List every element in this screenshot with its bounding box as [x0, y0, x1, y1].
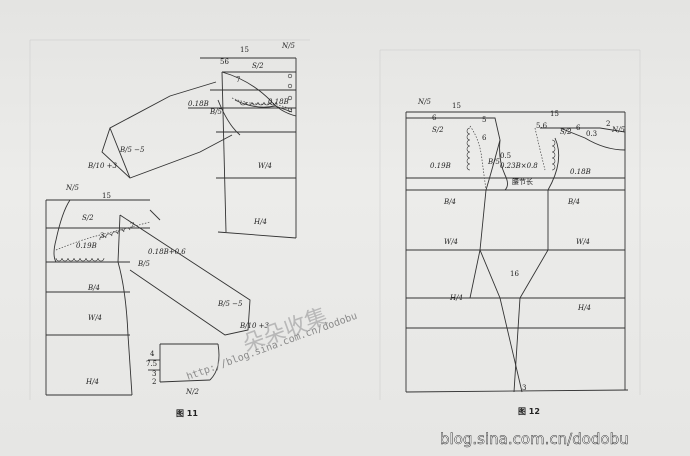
- fig11-label: B/5: [209, 108, 223, 116]
- blog-footer: blog.sina.com.cn/dodobu: [440, 430, 629, 448]
- figure-11-cuff: [148, 343, 220, 383]
- fig11-label: 7.5: [146, 360, 157, 368]
- fig11-label: 15: [102, 192, 111, 200]
- fig11-label: 0.19B: [76, 242, 97, 250]
- fig11-label: 3: [100, 232, 104, 240]
- fig11-label: B/5: [137, 260, 151, 268]
- fig12-label: 0.18B: [570, 168, 591, 176]
- fig12-label: N/5: [611, 126, 625, 134]
- fig11-label: 4: [150, 350, 155, 358]
- figure-11-labels: 15 56 N/5 S/2 7 0.18B B/5 0.18B B/5 −5 B…: [65, 42, 295, 418]
- fig12-label: 6: [576, 124, 581, 132]
- fig12-label: 0.19B: [430, 162, 451, 170]
- fig11-label: W/4: [88, 314, 102, 322]
- fig11-label: B/4: [87, 284, 100, 292]
- fig11-label: B/5 −5: [217, 300, 243, 308]
- fig12-label: 6: [482, 134, 487, 142]
- fig12-label: S/2: [560, 128, 572, 136]
- fig11-label: 3: [152, 370, 156, 378]
- fig12-label: B/4: [443, 198, 456, 206]
- fig12-label: 5: [482, 116, 486, 124]
- fig12-label: 0.3: [586, 130, 597, 138]
- fig11-label: 0.18B: [188, 100, 209, 108]
- fig11-label: S/2: [252, 62, 264, 70]
- fig12-label: 腰节长: [512, 177, 533, 186]
- fig12-label: S/2: [432, 126, 444, 134]
- fig11-label: 7: [130, 222, 134, 230]
- figure-11-caption: 图 11: [176, 409, 198, 418]
- faint-guides: [29, 39, 641, 400]
- figure-11-upper: [101, 57, 297, 239]
- fig11-label: N/5: [281, 42, 295, 50]
- fig12-label: 15: [452, 102, 461, 110]
- fig12-label: 3: [522, 384, 526, 392]
- fig11-label: 7: [236, 76, 240, 84]
- fig11-label: 0.18B: [268, 98, 289, 106]
- fig11-label: H/4: [85, 378, 99, 386]
- fig12-label: 6: [432, 114, 437, 122]
- fig11-label: 2: [152, 378, 156, 386]
- fig12-label: 15: [550, 110, 559, 118]
- fig11-label: N/5: [65, 184, 79, 192]
- fig12-label: 5.6: [536, 122, 548, 130]
- fig12-label: 16: [510, 270, 519, 278]
- fig11-label: 0.18B+0.6: [148, 248, 186, 256]
- fig12-label: B/5: [487, 158, 501, 166]
- figure-12-labels: N/5 15 6 S/2 5 6 0.5 0.23B×0.8 腰节长 15 5.…: [417, 98, 625, 416]
- fig11-label: H/4: [253, 218, 267, 226]
- figure-12: [405, 111, 629, 393]
- fig12-label: H/4: [449, 294, 463, 302]
- figure-12-caption: 图 12: [518, 407, 540, 416]
- fig12-label: N/5: [417, 98, 431, 106]
- figure-11-lower: [45, 199, 251, 396]
- fig11-label: W/4: [258, 162, 272, 170]
- fig11-label: N/2: [185, 388, 199, 396]
- fig12-label: 0.23B×0.8: [500, 162, 538, 170]
- fig11-label: B/10 +3: [87, 162, 118, 170]
- fig12-label: W/4: [576, 238, 590, 246]
- fig11-label: 56: [220, 58, 229, 66]
- fig11-label: S/2: [82, 214, 94, 222]
- fig11-label: B/5 −5: [119, 146, 145, 154]
- fig12-label: B/4: [567, 198, 580, 206]
- fig11-label: 15: [240, 46, 249, 54]
- fig12-label: 0.5: [500, 152, 511, 160]
- fig12-label: 2: [606, 120, 610, 128]
- fig12-label: W/4: [444, 238, 458, 246]
- fig12-label: H/4: [577, 304, 591, 312]
- fig11-label: B/10 +3: [239, 322, 270, 330]
